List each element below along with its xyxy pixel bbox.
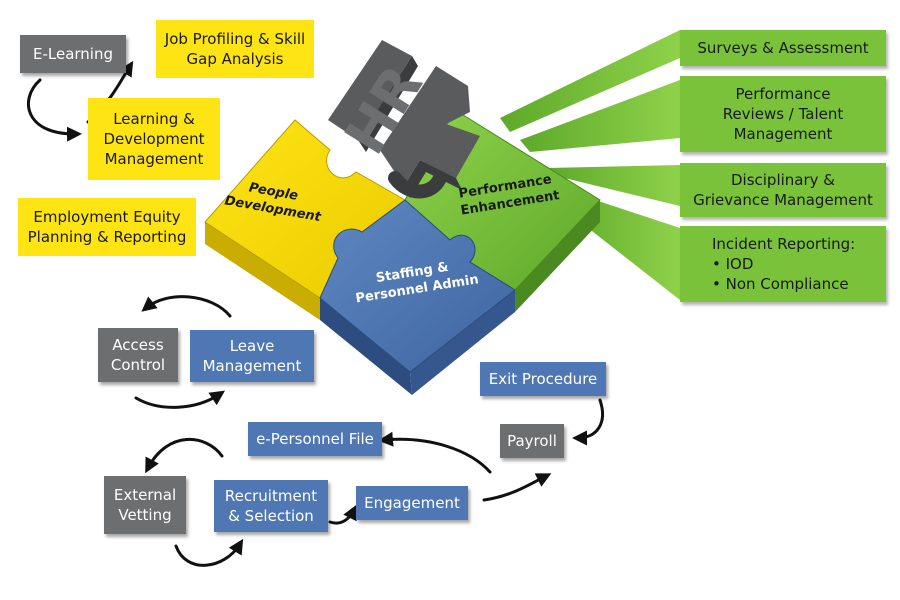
- arrow-engagement-to-payroll: [482, 473, 552, 502]
- employment-equity-box: Employment Equity Planning & Reporting: [18, 198, 196, 256]
- arrow-recruitment-to-engagement: [328, 504, 357, 525]
- learning-development-box: Learning & Development Management: [88, 98, 220, 180]
- e-personnel-file-box: e-Personnel File: [248, 422, 382, 456]
- arrow-leave-to-access: [141, 295, 232, 318]
- job-profiling-box: Job Profiling & Skill Gap Analysis: [156, 20, 314, 78]
- disciplinary-grievance-box: Disciplinary & Grievance Management: [680, 163, 886, 217]
- arrow-exit-to-payroll: [572, 398, 604, 446]
- puzzle-hub: HR People Development Performance Enhanc…: [204, 40, 601, 395]
- incident-reporting-box: Incident Reporting: • IOD • Non Complian…: [680, 226, 886, 302]
- arrow-access-to-leave: [134, 390, 225, 409]
- arrow-elearning-to-learning: [26, 78, 82, 142]
- staffing-admin-piece: [319, 199, 516, 373]
- performance-reviews-box: Performance Reviews / Talent Management: [680, 76, 886, 152]
- exit-procedure-box: Exit Procedure: [480, 362, 606, 396]
- recruitment-selection-box: Recruitment & Selection: [214, 480, 328, 532]
- e-learning-box: E-Learning: [20, 35, 126, 73]
- external-vetting-box: External Vetting: [104, 476, 186, 534]
- leave-management-box: Leave Management: [190, 330, 314, 382]
- surveys-assessment-box: Surveys & Assessment: [680, 30, 886, 66]
- arrow-epersonnel-to-vetting: [145, 437, 224, 474]
- arrow-vetting-to-recruitment: [174, 538, 244, 567]
- flow-arrows: [26, 60, 604, 567]
- payroll-box: Payroll: [500, 424, 564, 458]
- access-control-box: Access Control: [98, 328, 178, 382]
- arrow-payroll-to-epersonnel: [378, 431, 492, 474]
- engagement-box: Engagement: [356, 486, 468, 520]
